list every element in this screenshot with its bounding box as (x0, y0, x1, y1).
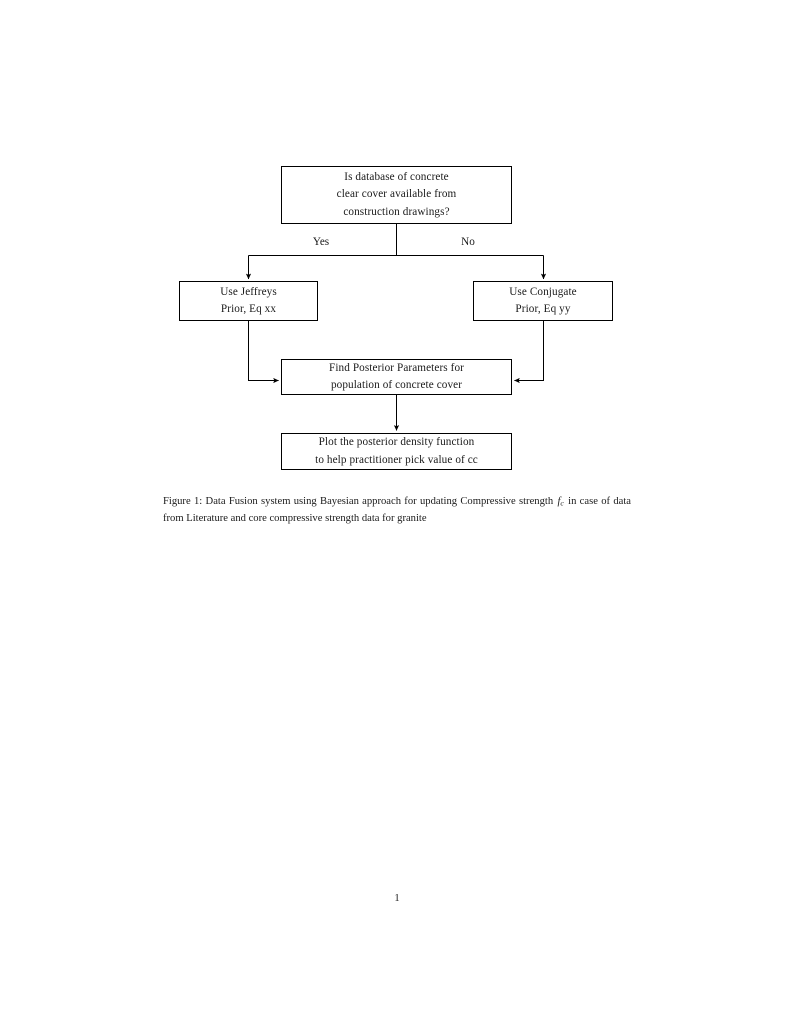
flowchart-connectors (245, 224, 547, 431)
page-number: 1 (394, 893, 400, 904)
node-jeffreys-line-2: Prior, Eq xx (220, 303, 277, 315)
node-decision-line-2: clear cover available from (336, 188, 457, 201)
node-conjugate-line-1: Use Conjugate (509, 285, 577, 298)
flowchart-node-decision: Is database of concrete clear cover avai… (281, 166, 512, 224)
node-conjugate-line-2: Prior, Eq yy (515, 303, 571, 315)
flowchart-node-plot-density: Plot the posterior density function to h… (281, 433, 512, 470)
edge-conjugate-to-posterior (514, 321, 544, 384)
caption-math-variable: fc (556, 496, 564, 508)
edge-label-no: No (461, 236, 475, 248)
node-jeffreys-line-1: Use Jeffreys (220, 285, 277, 298)
flowchart-node-conjugate-prior: Use Conjugate Prior, Eq yy (473, 281, 613, 321)
caption-text-after-math: in case of data from Literature and core… (163, 496, 632, 525)
caption-math-base: f (557, 496, 561, 507)
flowchart-node-posterior-parameters: Find Posterior Parameters for population… (281, 359, 512, 395)
figure-caption: Figure 1: Data Fusion system using Bayes… (163, 493, 631, 527)
flowchart-node-jeffreys-prior: Use Jeffreys Prior, Eq xx (179, 281, 318, 321)
node-posterior-line-1: Find Posterior Parameters for (329, 361, 464, 374)
caption-label: Figure 1: (163, 496, 203, 507)
node-decision-line-3: construction drawings? (343, 205, 450, 218)
edge-jeffreys-to-posterior (248, 321, 279, 384)
edge-label-yes: Yes (312, 236, 330, 248)
node-decision-line-1: Is database of concrete (344, 171, 449, 184)
node-plot-line-1: Plot the posterior density function (318, 436, 475, 449)
caption-text-before-math: Data Fusion system using Bayesian approa… (205, 496, 554, 507)
node-posterior-line-2: population of concrete cover (330, 379, 463, 391)
node-plot-line-2: to help practitioner pick value of cc (315, 453, 478, 466)
figure-1: Is database of concrete clear cover avai… (0, 0, 794, 524)
caption-math-subscript: c (560, 498, 564, 508)
